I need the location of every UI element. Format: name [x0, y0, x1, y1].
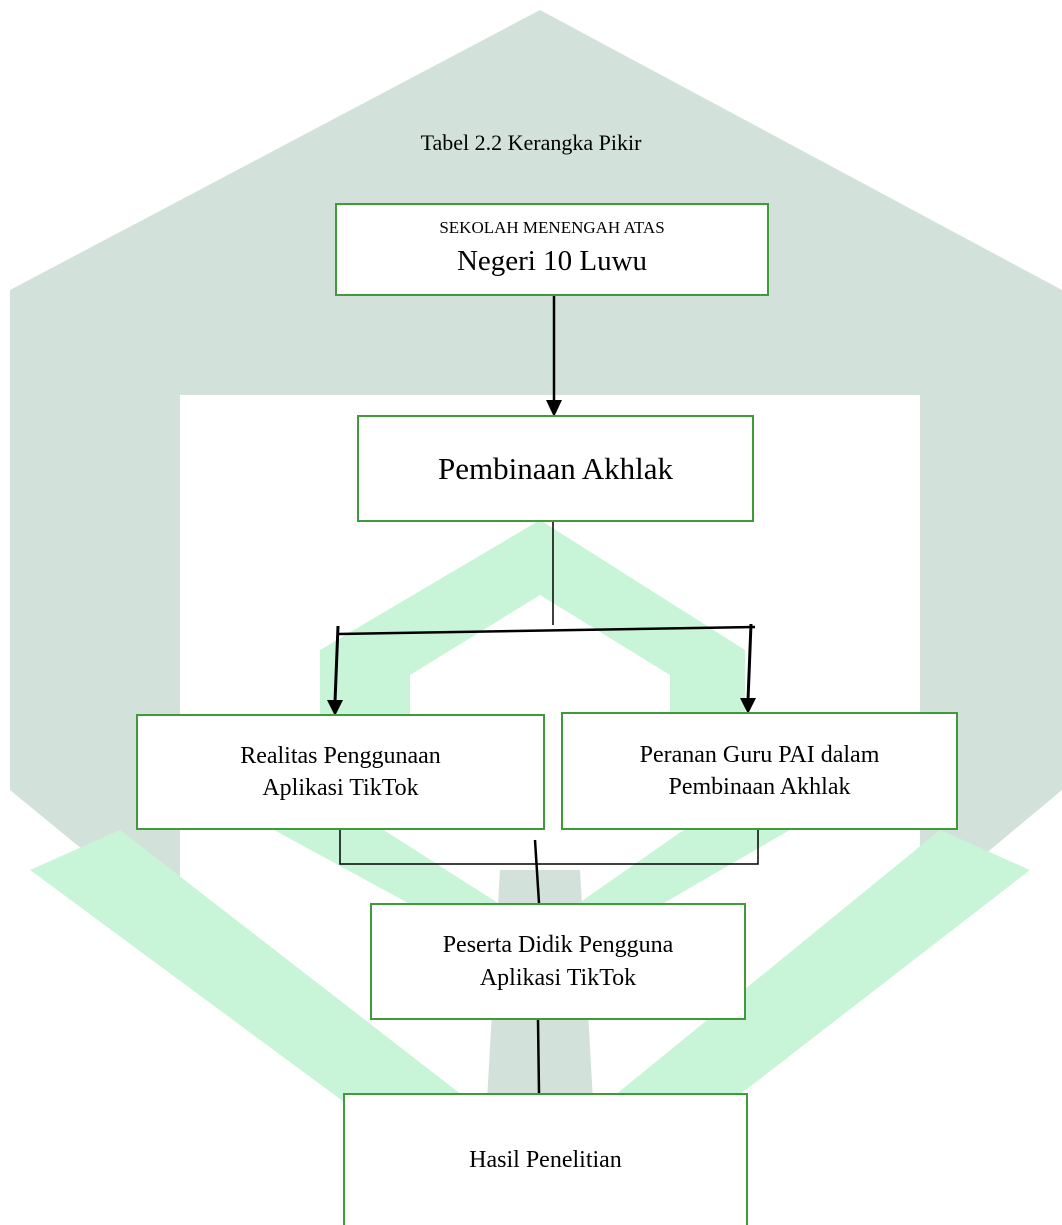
connector-merge-bracket	[339, 830, 759, 865]
node-pembinaan-label: Pembinaan Akhlak	[437, 450, 674, 486]
connector-to-realitas	[333, 625, 340, 703]
node-peserta-line2: Aplikasi TikTok	[479, 964, 637, 991]
node-peranan-line2: Pembinaan Akhlak	[668, 774, 851, 800]
connector-merge-to-peserta	[533, 839, 541, 904]
connector-peserta-to-hasil	[536, 1019, 541, 1094]
node-peranan: Peranan Guru PAI dalam Pembinaan Akhlak	[561, 712, 958, 830]
arrowhead-realitas	[327, 700, 343, 716]
node-pembinaan-akhlak: Pembinaan Akhlak	[357, 415, 754, 522]
arrowhead-pembinaan	[546, 400, 562, 417]
connector-to-peranan	[746, 623, 753, 701]
node-realitas-line1: Realitas Penggunaan	[240, 742, 441, 769]
node-peserta-line1: Peserta Didik Pengguna	[442, 932, 674, 959]
node-realitas: Realitas Penggunaan Aplikasi TikTok	[136, 714, 545, 830]
node-school-line2: Negeri 10 Luwu	[456, 245, 648, 278]
node-hasil-label: Hasil Penelitian	[469, 1146, 622, 1173]
node-realitas-line2: Aplikasi TikTok	[262, 775, 419, 801]
node-peserta-didik: Peserta Didik Pengguna Aplikasi TikTok	[370, 903, 746, 1020]
connector-split-bar	[337, 625, 756, 636]
arrowhead-peranan	[740, 698, 756, 714]
node-hasil-penelitian: Hasil Penelitian	[343, 1093, 748, 1225]
node-peranan-line1: Peranan Guru PAI dalam	[639, 741, 880, 768]
node-school-line1: SEKOLAH MENENGAH ATAS	[439, 218, 665, 238]
diagram-caption: Tabel 2.2 Kerangka Pikir	[420, 130, 642, 155]
node-school: SEKOLAH MENENGAH ATAS Negeri 10 Luwu	[335, 203, 769, 296]
